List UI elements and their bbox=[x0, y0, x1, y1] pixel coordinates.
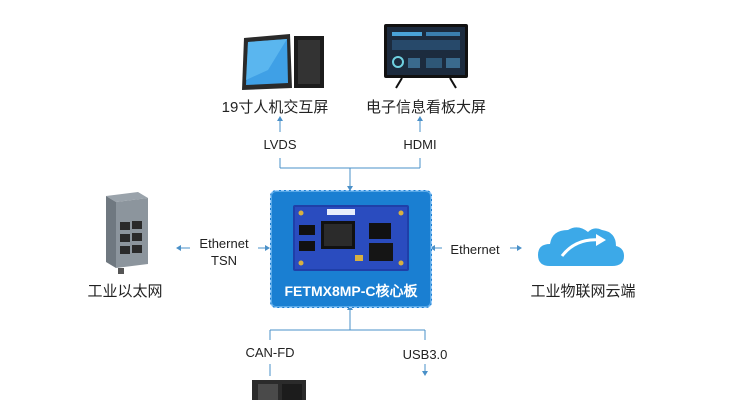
eth-right-label: Ethernet bbox=[440, 241, 510, 258]
ethernet-switch-icon bbox=[98, 188, 152, 274]
cloud-icon bbox=[536, 222, 626, 270]
board-icon bbox=[291, 203, 411, 273]
eth-left-label: Ethernet TSN bbox=[188, 235, 260, 269]
canfd-label: CAN-FD bbox=[238, 344, 302, 361]
core-board: FETMX8MP-C核心板 bbox=[270, 190, 432, 308]
bottom-device-icon bbox=[250, 376, 310, 400]
eth-left-line2: TSN bbox=[188, 252, 260, 269]
ethernet-switch-label: 工业以太网 bbox=[70, 280, 180, 301]
eth-left-line1: Ethernet bbox=[188, 235, 260, 252]
usb-label: USB3.0 bbox=[390, 346, 460, 363]
cloud-label: 工业物联网云端 bbox=[518, 280, 648, 301]
hdmi-label: HDMI bbox=[390, 136, 450, 153]
core-board-title: FETMX8MP-C核心板 bbox=[271, 281, 431, 301]
lvds-label: LVDS bbox=[250, 136, 310, 153]
